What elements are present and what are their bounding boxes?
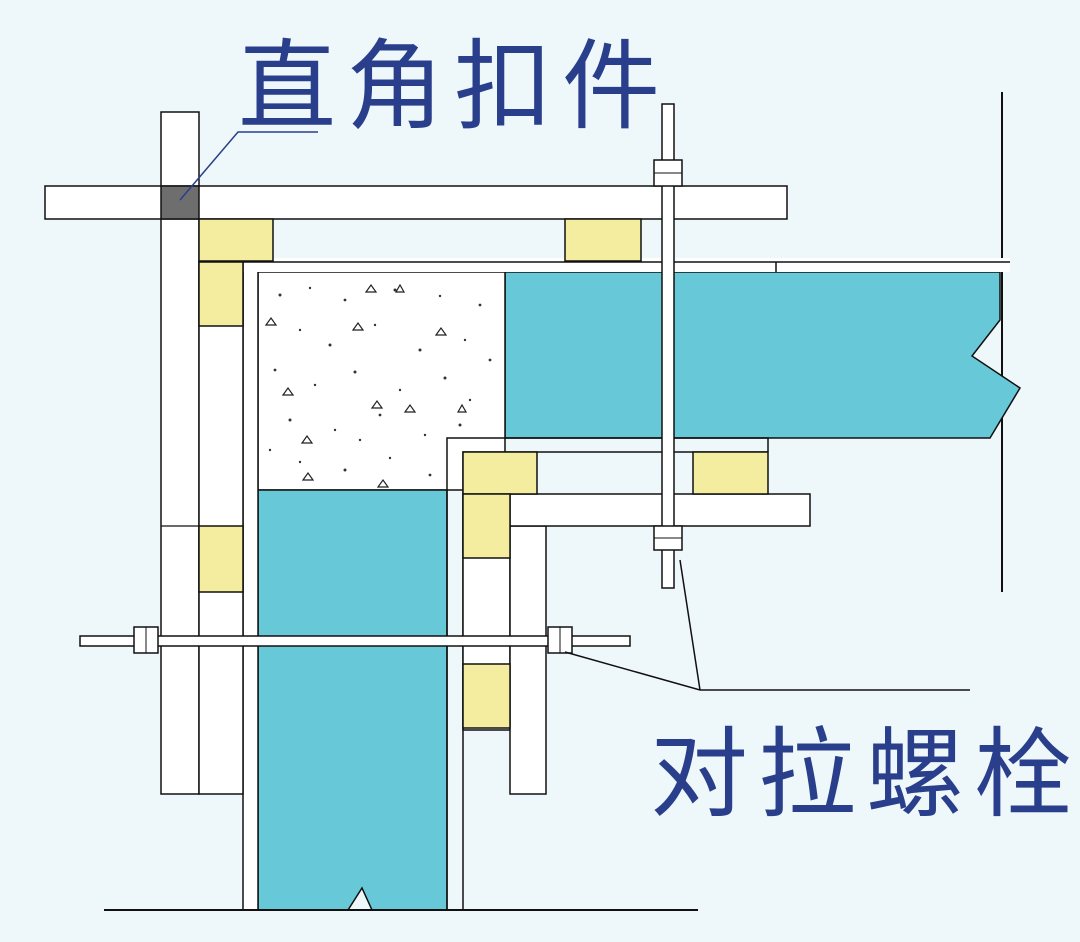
tie-bolt-label: 对拉螺栓 xyxy=(650,718,1080,832)
top-horizontal-beam xyxy=(44,185,788,220)
left-vertical-stud xyxy=(160,111,200,795)
vertical-tie-bolt xyxy=(661,103,675,589)
wood-block-inner-lower xyxy=(462,663,511,729)
vertical-wall xyxy=(257,489,448,911)
right-angle-clamp xyxy=(160,185,200,220)
horizontal-tie-bolt xyxy=(79,635,631,647)
inner-outer-vertical-stud xyxy=(509,525,547,795)
inner-horizontal-beam xyxy=(509,493,811,527)
right-angle-clamp-label: 直角扣件 xyxy=(238,30,671,144)
wood-block-top-left xyxy=(198,218,274,262)
wood-block-left-upper xyxy=(198,261,244,327)
inner-corner-panel-outer xyxy=(446,437,769,910)
horizontal-wall xyxy=(504,271,1022,439)
bolt-leader-line-vertical xyxy=(679,559,701,691)
concrete-aggregate-marks xyxy=(264,283,468,488)
wood-block-top-right xyxy=(564,218,642,262)
wood-block-inner-vertical xyxy=(462,493,511,559)
clamp-leader-line xyxy=(179,131,318,201)
wood-block-inner-right xyxy=(692,451,769,495)
wood-block-left-lower xyxy=(198,525,244,593)
wood-block-inner-corner xyxy=(462,451,538,495)
concrete-aggregate xyxy=(268,286,492,477)
left-formwork-panel xyxy=(242,261,259,911)
